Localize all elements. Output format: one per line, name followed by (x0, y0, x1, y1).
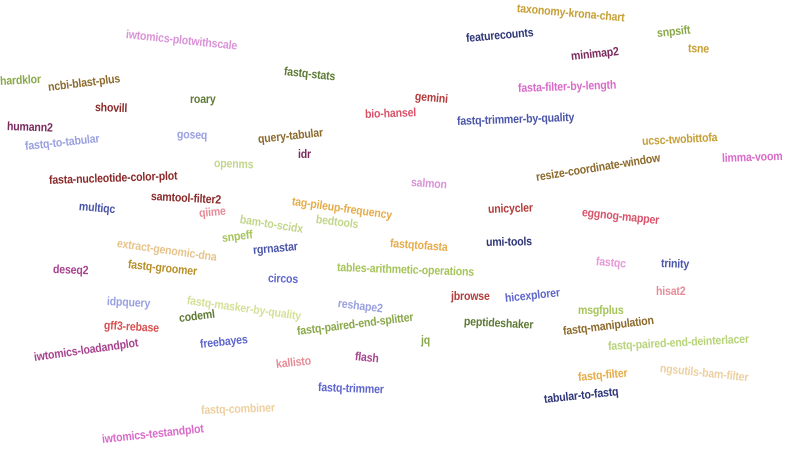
word-featurecounts: featurecounts (465, 25, 534, 45)
word-jbrowse: jbrowse (451, 289, 490, 303)
word-kallisto: kallisto (275, 353, 312, 371)
word-fastq-to-tabular: fastq-to-tabular (24, 131, 100, 153)
word-trinity: trinity (660, 256, 690, 271)
word-ngsutils-bam-filter: ngsutils-bam-filter (659, 361, 750, 385)
word-goseq: goseq (176, 127, 208, 143)
word-fastq-filter: fastq-filter (577, 365, 628, 384)
word-tsne: tsne (687, 41, 710, 56)
word-circos: circos (267, 271, 299, 287)
word-minimap2: minimap2 (570, 44, 620, 63)
word-freebayes: freebayes (199, 332, 249, 351)
word-multiqc: multiqc (78, 199, 116, 217)
word-fastq-combiner: fastq-combiner (200, 400, 276, 417)
word-rgrnastar: rgrnastar (252, 239, 299, 257)
word-limma-voom: limma-voom (721, 148, 783, 165)
word-shovill: shovill (94, 100, 128, 116)
word-flash: flash (354, 349, 380, 366)
word-samtool-filter2: samtool-filter2 (150, 189, 222, 207)
word-bio-hansel: bio-hansel (364, 105, 417, 121)
word-umi-tools: umi-tools (485, 234, 533, 249)
word-ucsc-twobittofa: ucsc-twobittofa (641, 130, 718, 148)
word-salmon: salmon (410, 175, 448, 192)
word-fastq-paired-end-splitter: fastq-paired-end-splitter (296, 309, 415, 338)
word-ncbi-blast-plus: ncbi-blast-plus (47, 71, 121, 94)
word-reshape2: reshape2 (337, 296, 384, 316)
word-fastq-manipulation: fastq-manipulation (562, 312, 655, 338)
word-idpquery: idpquery (106, 294, 151, 311)
word-hicexplorer: hicexplorer (504, 285, 561, 305)
word-gemini: gemini (414, 89, 449, 106)
word-taxonomy-krona-chart: taxonomy-krona-chart (516, 1, 626, 25)
word-iwtomics-loadandplot: iwtomics-loadandplot (33, 335, 139, 364)
word-snpsift: snpsift (656, 22, 691, 40)
word-fasta-filter-by-length: fasta-filter-by-length (517, 77, 617, 95)
word-peptideshaker: peptideshaker (463, 314, 534, 332)
word-unicycler: unicycler (487, 200, 534, 216)
word-roary: roary (190, 92, 216, 106)
word-hardklor: hardklor (0, 71, 42, 88)
word-qiime: qiime (198, 203, 227, 220)
word-codeml: codeml (178, 306, 216, 325)
word-query-tabular: query-tabular (257, 125, 324, 146)
word-openms: openms (213, 156, 254, 172)
word-fasta-nucleotide-color-plot: fasta-nucleotide-color-plot (48, 168, 178, 187)
word-idr: idr (298, 147, 311, 161)
word-tables-arithmetic-operations: tables-arithmetic-operations (336, 260, 475, 279)
word-bedtools: bedtools (315, 212, 360, 232)
word-fastqtofasta: fastqtofasta (389, 236, 449, 255)
word-hisat2: hisat2 (656, 284, 686, 298)
word-gff3-rebase: gff3-rebase (103, 318, 160, 335)
word-fastqc: fastqc (595, 254, 627, 271)
word-fastq-paired-end-deinterlacer: fastq-paired-end-deinterlacer (607, 331, 750, 353)
word-iwtomics-plotwithscale: iwtomics-plotwithscale (125, 27, 238, 53)
word-humann2: humann2 (6, 119, 53, 135)
word-iwtomics-testandplot: iwtomics-testandplot (101, 421, 205, 446)
word-fastq-stats: fastq-stats (283, 64, 336, 84)
word-tabular-to-fastq: tabular-to-fastq (543, 384, 619, 406)
word-fastq-trimmer: fastq-trimmer (317, 380, 384, 397)
word-fastq-groomer: fastq-groomer (127, 257, 198, 279)
word-msgfplus: msgfplus (578, 303, 624, 317)
word-resize-coordinate-window: resize-coordinate-window (534, 150, 662, 184)
word-snpeff: snpeff (221, 227, 254, 245)
word-deseq2: deseq2 (52, 262, 89, 278)
word-fastq-trimmer-by-quality: fastq-trimmer-by-quality (456, 109, 575, 128)
word-eggnog-mapper: eggnog-mapper (581, 205, 660, 228)
word-jq: jq (421, 333, 431, 347)
